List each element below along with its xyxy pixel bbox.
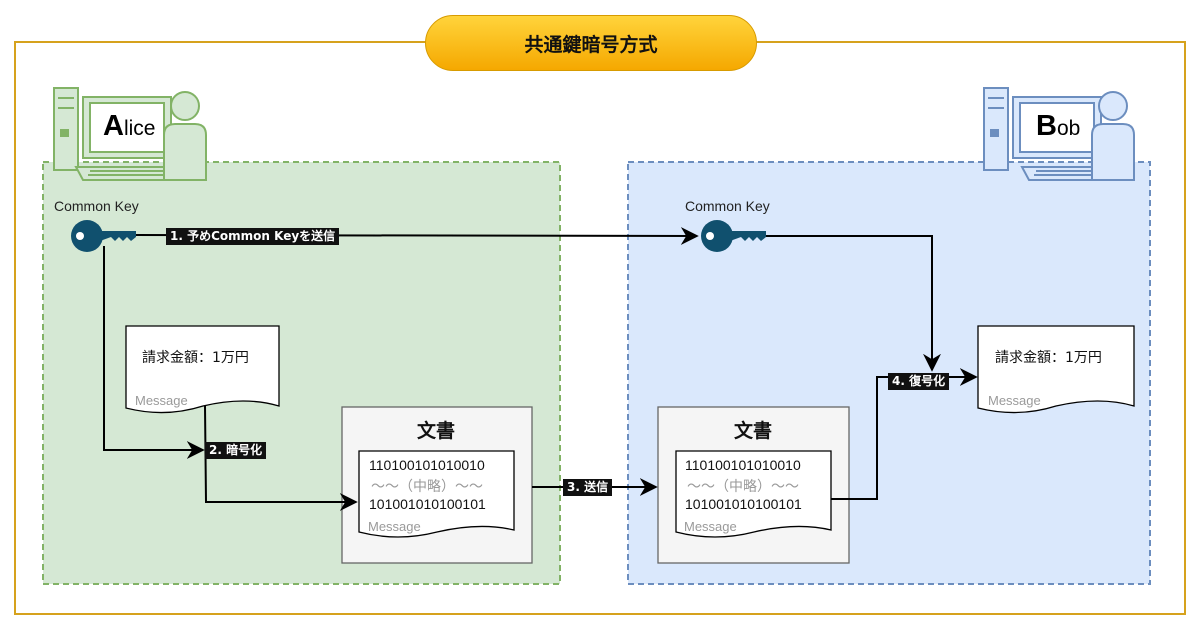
bob-key-icon bbox=[701, 220, 766, 252]
step2-connector bbox=[204, 405, 358, 511]
bob-cipher-caption: Message bbox=[684, 519, 737, 534]
alice-key-icon bbox=[71, 220, 136, 252]
alice-message-text: 請求金額：1万円 bbox=[142, 350, 249, 366]
bob-key-to-decrypt-connector bbox=[766, 235, 941, 372]
diagram-title: 共通鍵暗号方式 bbox=[425, 15, 757, 71]
alice-name: Alice bbox=[103, 110, 155, 143]
step3-label: 3. 送信 bbox=[563, 479, 613, 496]
bob-computer-icon bbox=[983, 87, 1133, 181]
bob-cipher-omit: 〜〜（中略）〜〜 bbox=[687, 479, 799, 495]
bob-cipher-line1: 110100101010010 bbox=[685, 457, 801, 473]
bob-cipher-document bbox=[675, 450, 832, 538]
alice-message-document bbox=[125, 325, 280, 414]
bob-user-icon bbox=[1091, 91, 1135, 181]
alice-cipher-title: 文書 bbox=[417, 420, 456, 442]
alice-name-rest: lice bbox=[123, 117, 156, 140]
bob-name: Bob bbox=[1036, 110, 1080, 143]
alice-cipher-caption: Message bbox=[368, 519, 421, 534]
alice-key-label: Common Key bbox=[54, 198, 139, 214]
bob-message-caption: Message bbox=[988, 393, 1041, 408]
alice-cipher-document bbox=[358, 450, 515, 538]
bob-cipher-line2: 101001010100101 bbox=[685, 496, 802, 512]
bob-message-document bbox=[977, 325, 1135, 414]
bob-message-text: 請求金額：1万円 bbox=[995, 350, 1102, 366]
step2-label: 2. 暗号化 bbox=[205, 442, 267, 459]
alice-cipher-line1: 110100101010010 bbox=[369, 457, 485, 473]
alice-message-caption: Message bbox=[135, 393, 188, 408]
alice-cipher-line2: 101001010100101 bbox=[369, 496, 486, 512]
bob-cipher-title: 文書 bbox=[734, 420, 773, 442]
alice-name-initial: A bbox=[103, 110, 124, 142]
bob-name-rest: ob bbox=[1056, 117, 1081, 140]
key-to-encrypt-connector bbox=[103, 246, 205, 459]
bob-key-label: Common Key bbox=[685, 198, 770, 214]
step4-label: 4. 復号化 bbox=[888, 373, 950, 390]
alice-computer-icon bbox=[53, 87, 187, 181]
alice-user-icon bbox=[163, 91, 207, 181]
step1-label: 1. 予めCommon Keyを送信 bbox=[166, 228, 340, 245]
alice-cipher-omit: 〜〜（中略）〜〜 bbox=[371, 479, 483, 495]
bob-name-initial: B bbox=[1036, 110, 1057, 142]
